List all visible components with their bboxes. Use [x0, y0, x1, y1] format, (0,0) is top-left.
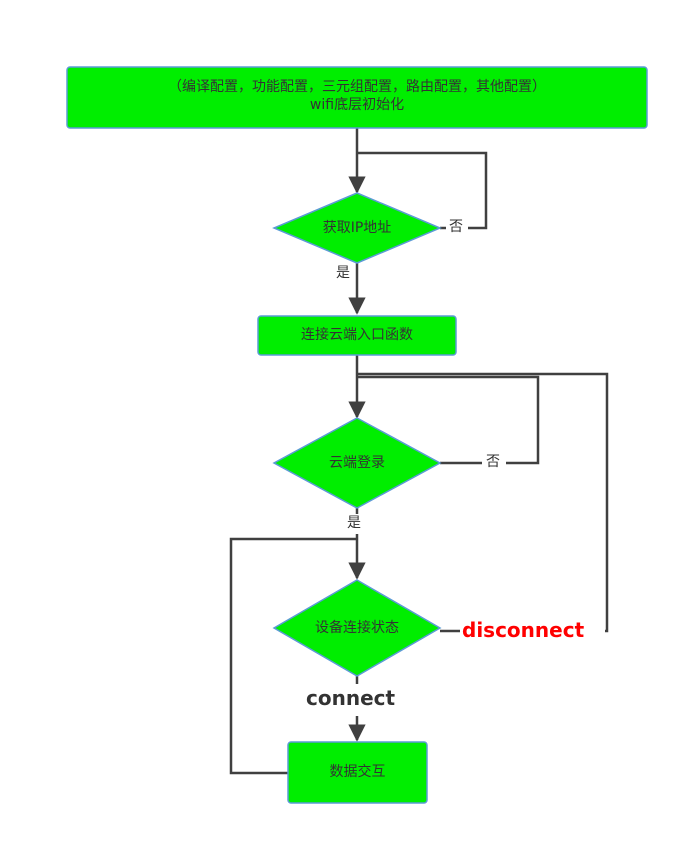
label-bg-connect — [302, 686, 412, 712]
connect-label: connect — [306, 686, 396, 710]
cloud-login-label: 云端登录 — [329, 455, 385, 471]
node-data-exchange-box — [287, 741, 428, 804]
node-device-status-diamond — [272, 579, 442, 677]
label-bg-login-no — [482, 453, 506, 473]
init-text-line2: wifi底层初始化 — [309, 97, 405, 113]
get-ip-label: 获取IP地址 — [322, 220, 392, 236]
edge-disconnect-loop — [357, 372, 609, 633]
init-text-line1: （编译配置，功能配置，三元组配置，路由配置，其他配置） — [168, 79, 546, 95]
node-init-box — [66, 66, 648, 129]
node-get-ip-diamond — [272, 192, 442, 264]
disconnect-label: disconnect — [462, 618, 585, 642]
edge-data-back-loop — [229, 537, 357, 775]
data-exchange-label: 数据交互 — [329, 764, 386, 780]
login-yes-label: 是 — [347, 515, 361, 531]
getip-no-label: 否 — [449, 219, 463, 235]
login-no-label: 否 — [486, 454, 500, 470]
node-cloud-login-diamond — [272, 417, 442, 509]
device-status-label: 设备连接状态 — [315, 620, 399, 636]
label-bg-getip-no — [446, 219, 468, 237]
connect-cloud-label: 连接云端入口函数 — [301, 327, 413, 343]
label-bg-login-yes — [344, 514, 366, 534]
init-text: （编译配置，功能配置，三元组配置，路由配置，其他配置） wifi底层初始化 — [67, 78, 647, 114]
node-connect-cloud-box — [257, 315, 457, 356]
label-bg-getip-yes — [333, 263, 355, 285]
getip-yes-label: 是 — [336, 265, 350, 281]
